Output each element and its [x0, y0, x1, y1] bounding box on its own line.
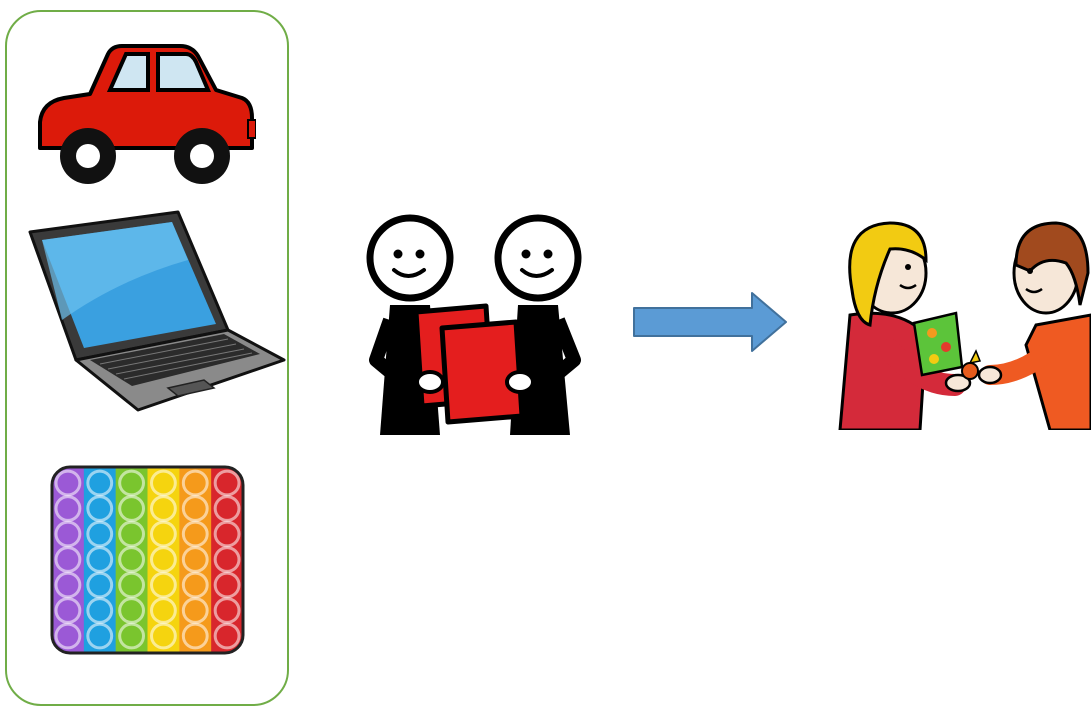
pop-it-bubble — [213, 495, 241, 522]
pop-it-bubble — [213, 622, 241, 650]
pop-it-bubble — [181, 546, 209, 573]
pop-it-bubble — [213, 520, 241, 548]
two-people-holding-card-icon — [366, 214, 582, 435]
pop-it-bubble — [150, 571, 177, 599]
pop-it-bubble — [181, 520, 209, 548]
pop-it-bubble — [118, 495, 146, 522]
pop-it-bubble — [181, 597, 209, 624]
pop-it-bubble — [86, 546, 114, 573]
giving-gift-icon — [838, 221, 1091, 430]
pop-it-bubble — [86, 469, 114, 497]
pop-it-bubble — [118, 622, 146, 650]
pop-it-bubble — [181, 571, 209, 599]
pop-it-bubble — [118, 597, 146, 624]
pop-it-bubble — [118, 571, 146, 599]
pop-it-bubble — [86, 597, 114, 624]
car-icon — [38, 44, 256, 184]
pop-it-bubble — [54, 571, 82, 599]
pop-it-bubble — [150, 469, 177, 497]
pop-it-icon — [50, 465, 245, 655]
pop-it-bubble — [150, 520, 177, 548]
pop-it-bubble — [86, 495, 114, 522]
pop-it-bubble — [213, 571, 241, 599]
pop-it-bubble — [54, 495, 82, 522]
pop-it-bubble — [181, 469, 209, 497]
pop-it-bubble — [54, 597, 82, 624]
pop-it-bubble — [181, 622, 209, 650]
pop-it-bubble — [118, 546, 146, 573]
pop-it-bubble — [181, 495, 209, 522]
pop-it-bubble — [150, 546, 177, 573]
pop-it-bubble — [54, 520, 82, 548]
pop-it-bubble — [54, 469, 82, 497]
pop-it-bubble — [118, 469, 146, 497]
pop-it-bubble — [150, 597, 177, 624]
pop-it-bubble — [150, 495, 177, 522]
pop-it-bubble — [213, 546, 241, 573]
pop-it-bubble — [118, 520, 146, 548]
pop-it-bubble — [213, 469, 241, 497]
laptop-icon — [28, 210, 286, 412]
pop-it-bubble — [54, 622, 82, 650]
right-arrow-icon — [633, 292, 787, 352]
pop-it-bubble — [54, 546, 82, 573]
pop-it-bubble — [150, 622, 177, 650]
pop-it-bubble — [86, 520, 114, 548]
pop-it-bubble — [213, 597, 241, 624]
pop-it-bubble — [86, 571, 114, 599]
pop-it-bubble — [86, 622, 114, 650]
